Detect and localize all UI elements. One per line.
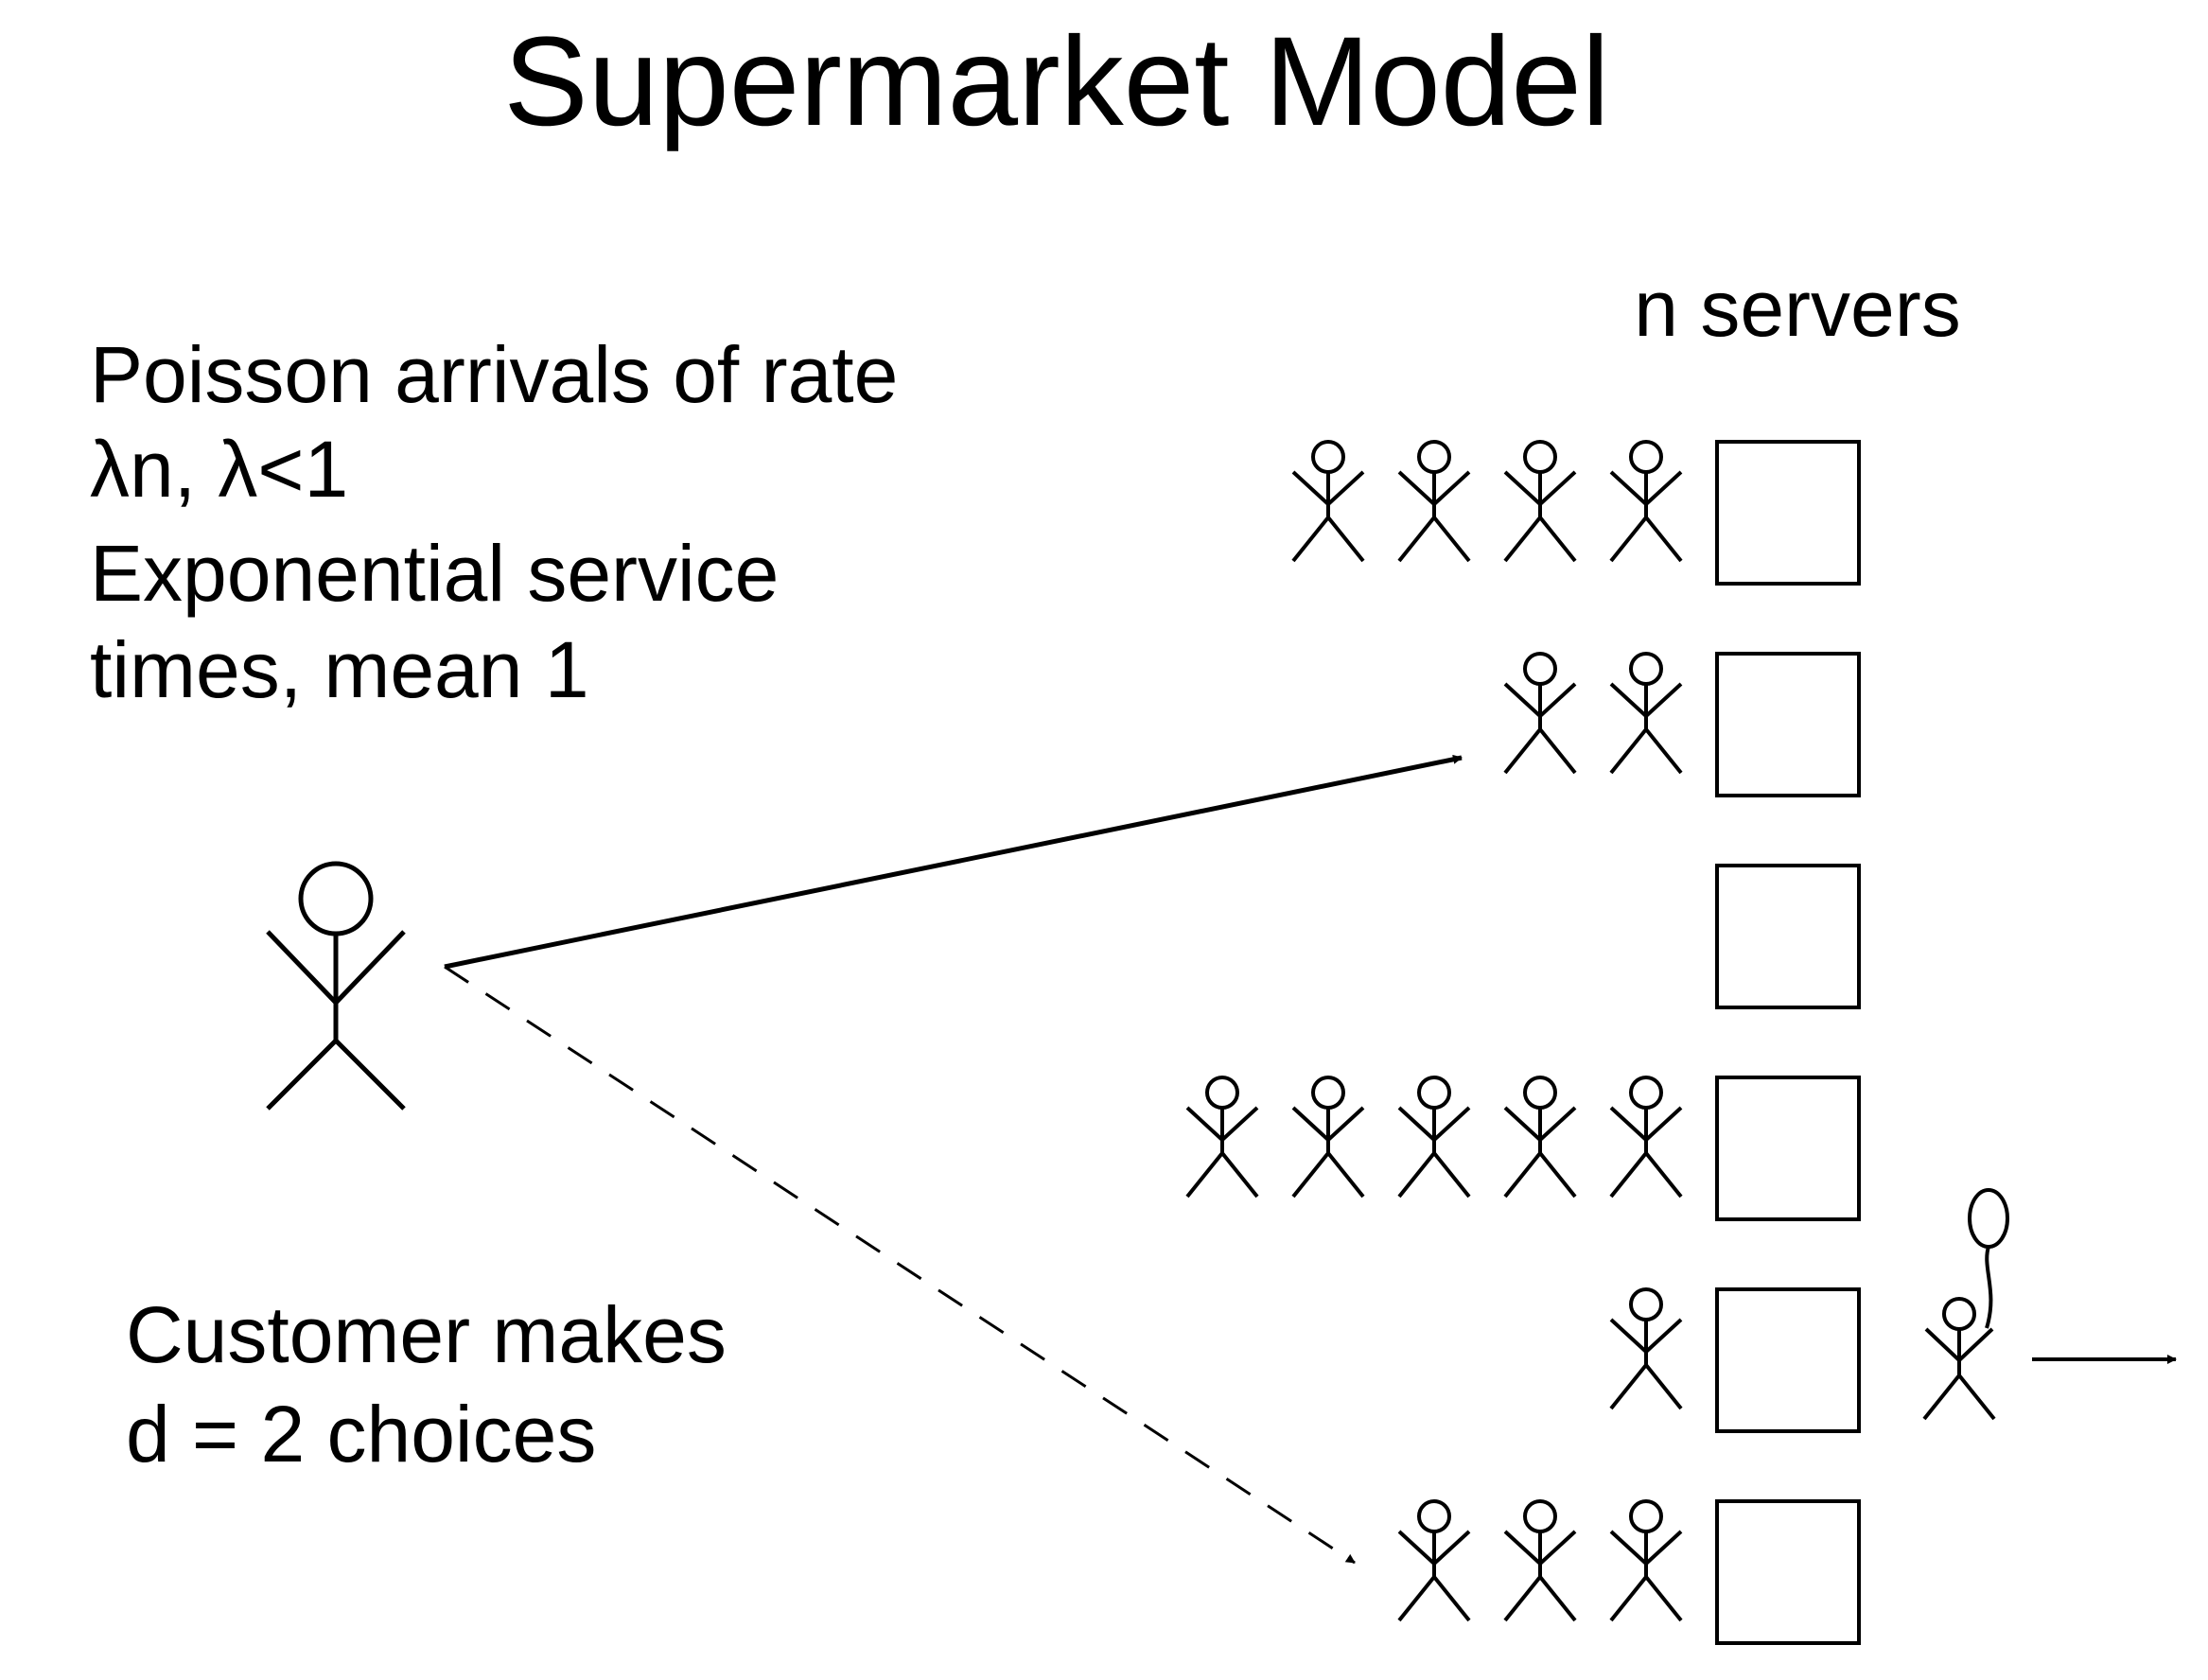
queued-customer-icon — [1609, 1499, 1683, 1622]
choice-arrow-solid — [444, 754, 1463, 970]
queued-customer-icon — [1503, 1499, 1577, 1622]
arrivals-line-2: λn, λ<1 — [90, 425, 348, 514]
server-box-5 — [1715, 1287, 1861, 1433]
queued-customer-icon — [1609, 652, 1683, 775]
servers-label: n servers — [1634, 264, 1960, 353]
arriving-customer-icon — [266, 861, 406, 1111]
queued-customer-icon — [1397, 1076, 1471, 1199]
queued-customer-icon — [1503, 652, 1577, 775]
queued-customer-icon — [1185, 1076, 1259, 1199]
queued-customer-icon — [1609, 1287, 1683, 1410]
choices-line-1: Customer makes — [126, 1290, 727, 1379]
queued-customer-icon — [1397, 1499, 1471, 1622]
server-queues — [1185, 440, 1861, 1645]
queued-customer-icon — [1503, 1076, 1577, 1199]
server-box-4 — [1715, 1076, 1861, 1221]
queued-customer-icon — [1609, 440, 1683, 563]
choices-description: Customer makes d = 2 choices — [126, 1290, 727, 1479]
choice-arrow-dashed — [444, 965, 1356, 1565]
arrivals-line-3: Exponential service — [90, 529, 779, 618]
choices-line-2: d = 2 choices — [126, 1390, 596, 1479]
arrivals-line-4: times, mean 1 — [90, 625, 589, 714]
server-box-2 — [1715, 652, 1861, 797]
server-box-3 — [1715, 864, 1861, 1009]
server-box-1 — [1715, 440, 1861, 586]
diagram-title: Supermarket Model — [503, 11, 1609, 152]
queued-customer-icon — [1397, 440, 1471, 563]
arrivals-line-1: Poisson arrivals of rate — [90, 330, 898, 419]
queued-customer-icon — [1291, 1076, 1365, 1199]
queued-customer-icon — [1609, 1076, 1683, 1199]
queued-customer-icon — [1503, 440, 1577, 563]
server-box-6 — [1715, 1499, 1861, 1645]
departing-customer-icon — [1922, 1188, 2009, 1421]
arrivals-description: Poisson arrivals of rate λn, λ<1 Exponen… — [90, 330, 898, 714]
queued-customer-icon — [1291, 440, 1365, 563]
